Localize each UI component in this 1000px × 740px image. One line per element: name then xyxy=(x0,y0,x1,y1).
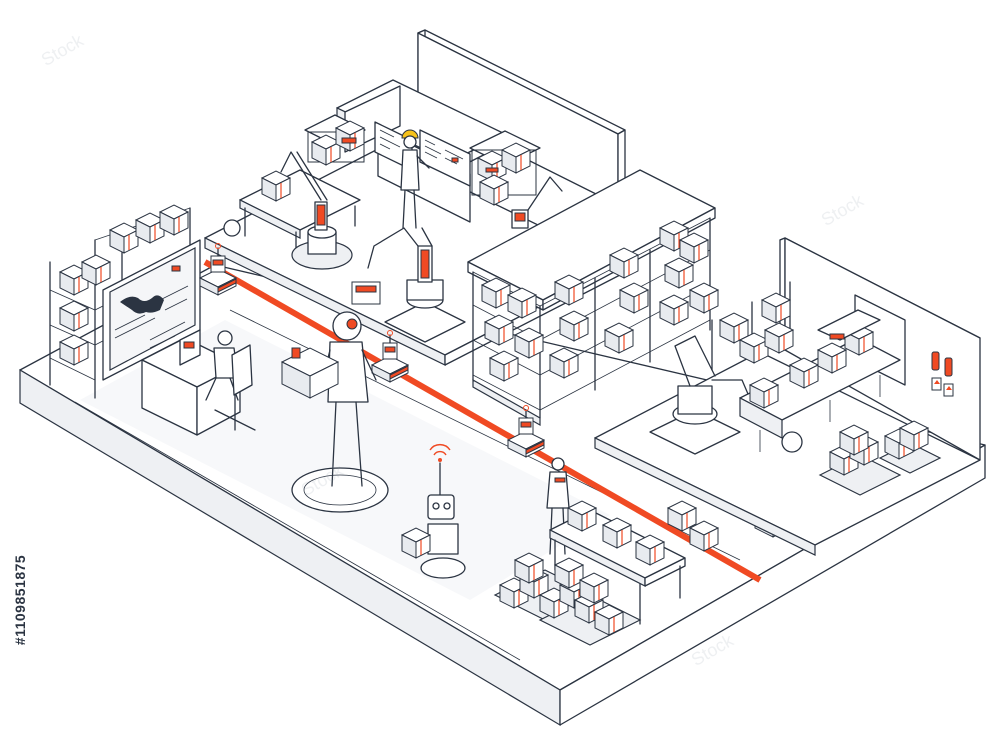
packing-table xyxy=(549,500,686,625)
conveyor-back-left xyxy=(223,169,361,259)
wall-display xyxy=(102,239,201,381)
robot-arm-upper-right xyxy=(511,176,563,229)
worker-helmet xyxy=(400,129,430,229)
service-robot xyxy=(401,444,466,579)
operator-desk xyxy=(141,329,256,436)
worker-tablet xyxy=(546,457,570,555)
robot-arm-right xyxy=(649,335,749,455)
conveyor-right xyxy=(739,309,901,453)
stock-id-text: #1109851875 xyxy=(12,554,28,646)
shelf-left-back xyxy=(304,114,366,166)
humanoid-robot xyxy=(280,311,389,513)
guide-line xyxy=(203,259,762,583)
tall-shelving xyxy=(467,169,719,427)
pallet-stacks xyxy=(493,552,642,646)
back-wall xyxy=(417,29,626,206)
robot-arm-upper-left xyxy=(280,151,353,270)
stock-id-label: #1109851875 xyxy=(6,480,34,720)
control-console xyxy=(304,79,541,223)
fire-extinguisher-icon xyxy=(931,351,954,397)
right-pallets xyxy=(818,420,942,496)
robot-arm-upper-center xyxy=(351,227,466,343)
shelf-right-back xyxy=(469,130,541,206)
right-racks xyxy=(711,281,794,371)
